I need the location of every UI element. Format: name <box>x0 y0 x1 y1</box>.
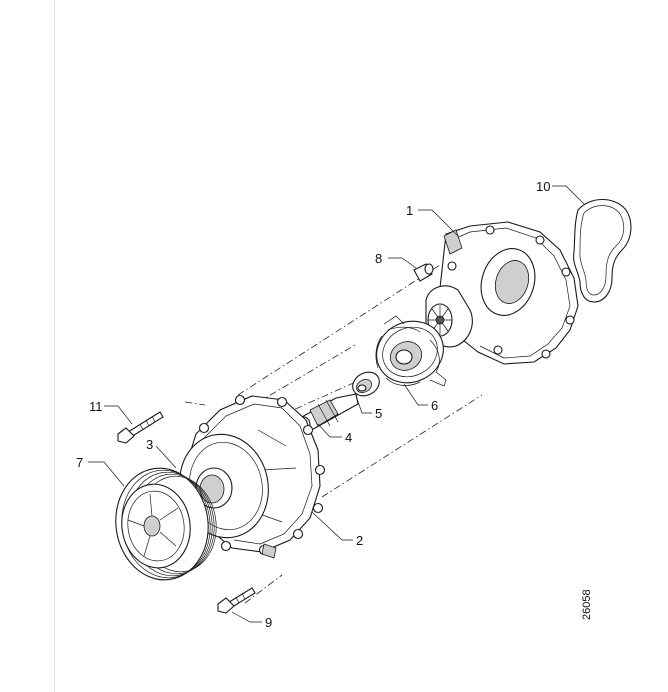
lower-bolt-part <box>217 587 256 614</box>
callout-5: 5 <box>375 406 383 421</box>
leader-11 <box>104 405 133 425</box>
callout-8: 8 <box>375 251 383 266</box>
callout-3: 3 <box>146 437 154 452</box>
leader-8 <box>388 257 417 269</box>
callout-11: 11 <box>89 399 103 414</box>
shaft-seal-part <box>352 371 380 397</box>
leader-lines <box>88 185 585 623</box>
pump-housing-part <box>425 221 579 365</box>
callout-7: 7 <box>76 455 84 470</box>
callout-10: 10 <box>536 179 551 194</box>
callout-9: 9 <box>265 615 273 630</box>
leader-10 <box>552 185 585 205</box>
figure-number: 26058 <box>581 589 593 620</box>
leader-1 <box>418 209 459 237</box>
leader-7 <box>88 461 125 487</box>
leader-4 <box>317 423 342 438</box>
leader-5 <box>355 395 372 414</box>
callout-2: 2 <box>356 533 364 548</box>
dowel-sleeve-part <box>413 263 434 282</box>
leader-2 <box>311 511 353 541</box>
callout-4: 4 <box>345 430 353 445</box>
callout-1: 1 <box>406 203 414 218</box>
leader-3 <box>155 445 177 469</box>
callout-6: 6 <box>431 398 439 413</box>
page-edge-rule <box>54 0 55 692</box>
belt-pulley-part <box>115 467 217 581</box>
impeller-part <box>375 315 447 387</box>
leader-6 <box>403 383 428 406</box>
gasket-part <box>573 198 632 303</box>
upper-bolt-part <box>117 411 164 444</box>
leader-9 <box>231 611 262 623</box>
